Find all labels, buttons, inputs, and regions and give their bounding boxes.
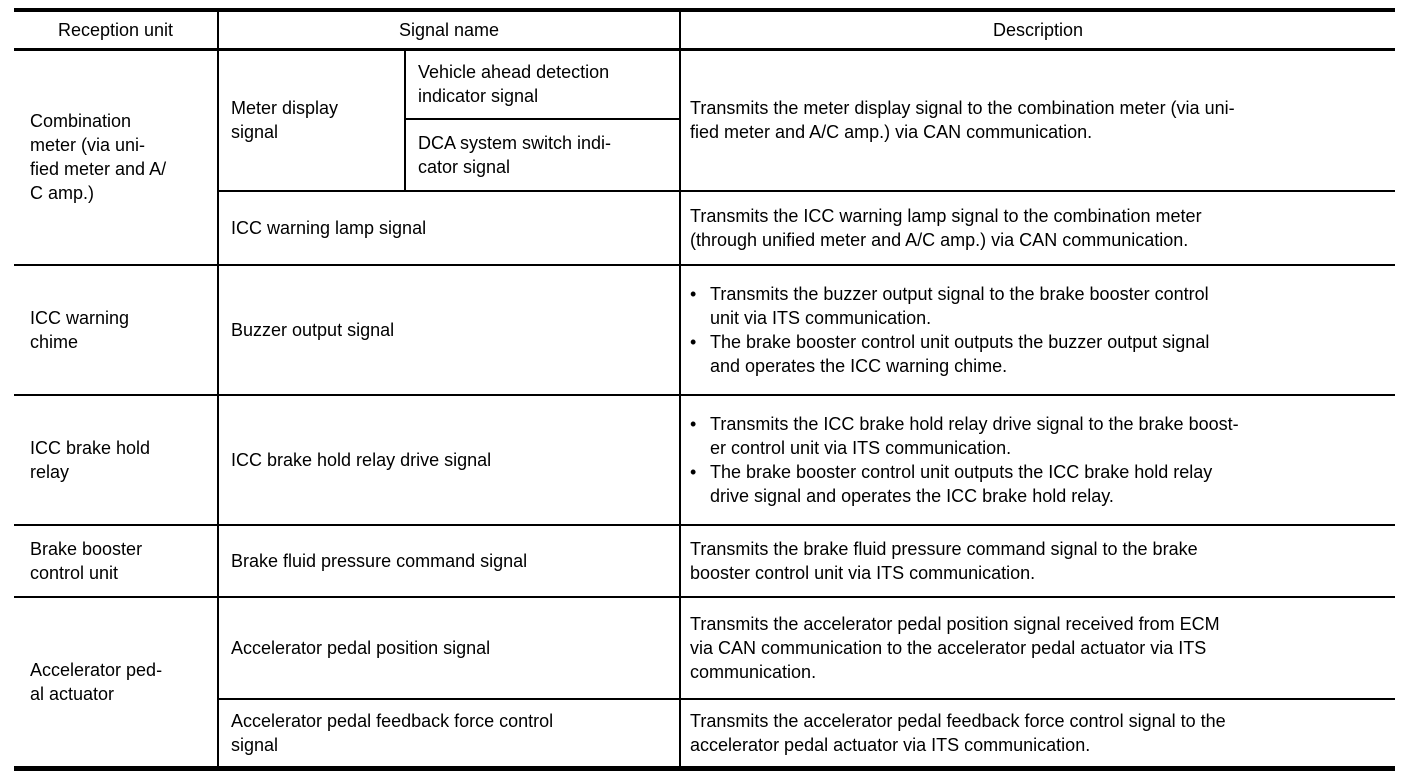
unit-label: ICC warning chime bbox=[30, 308, 130, 352]
header-signal-name: Signal name bbox=[216, 10, 682, 51]
bullet-icon: • bbox=[690, 414, 697, 434]
description-bullet-list: • Transmits the buzzer output signal to … bbox=[690, 282, 1389, 378]
cell-desc-brake-hold-relay-drive: • Transmits the ICC brake hold relay dri… bbox=[679, 394, 1396, 526]
unit-label: Accelerator ped- al actuator bbox=[30, 659, 163, 704]
table-row: ICC warning lamp signal Transmits the IC… bbox=[14, 190, 1396, 266]
cell-desc-meter-display: Transmits the meter display signal to th… bbox=[679, 48, 1396, 192]
table-row: Combination meter (via uni- fied meter a… bbox=[14, 48, 1396, 266]
cell-signal-buzzer-output: Buzzer output signal bbox=[216, 264, 682, 396]
signal-label: ICC brake hold relay drive signal bbox=[231, 450, 492, 470]
cell-unit-icc-warning-chime: ICC warning chime bbox=[14, 264, 219, 396]
cell-signal-meter-display: Meter display signal bbox=[217, 48, 406, 192]
description-text: Transmits the brake fluid pressure comma… bbox=[690, 539, 1198, 583]
cell-subsignal-dca-switch: DCA system switch indi- cator signal bbox=[403, 118, 682, 192]
cell-signal-accel-pedal-feedback: Accelerator pedal feedback force control… bbox=[216, 698, 682, 769]
subsignal-label: DCA system switch indi- cator signal bbox=[418, 133, 612, 177]
cell-signal-icc-warning-lamp: ICC warning lamp signal bbox=[216, 190, 682, 266]
table-row: Accelerator ped- al actuator Accelerator… bbox=[14, 596, 1396, 769]
cell-signal-brake-hold-relay-drive: ICC brake hold relay drive signal bbox=[216, 394, 682, 526]
table-header-row: Reception unit Signal name Description bbox=[14, 10, 1396, 51]
signal-label: ICC warning lamp signal bbox=[231, 218, 427, 238]
description-text: Transmits the accelerator pedal feedback… bbox=[690, 710, 1226, 755]
table-row: ICC brake hold relay ICC brake hold rela… bbox=[14, 394, 1396, 526]
bullet-text: Transmits the buzzer output signal to th… bbox=[710, 284, 1209, 328]
bullet-icon: • bbox=[690, 284, 697, 304]
bullet-item: • Transmits the buzzer output signal to … bbox=[690, 282, 1389, 330]
table-row: DCA system switch indi- cator signal bbox=[14, 118, 1395, 192]
signal-label: Brake fluid pressure command signal bbox=[231, 551, 528, 571]
cell-desc-icc-warning-lamp: Transmits the ICC warning lamp signal to… bbox=[679, 190, 1396, 266]
cell-subsignal-vehicle-ahead: Vehicle ahead detection indicator signal bbox=[403, 48, 682, 120]
unit-label: ICC brake hold relay bbox=[30, 438, 151, 482]
bullet-icon: • bbox=[690, 462, 697, 482]
cell-unit-icc-brake-hold-relay: ICC brake hold relay bbox=[14, 394, 219, 526]
cell-signal-brake-fluid-pressure: Brake fluid pressure command signal bbox=[216, 524, 682, 598]
cell-unit-accelerator-pedal-actuator: Accelerator ped- al actuator bbox=[14, 596, 219, 769]
bullet-icon: • bbox=[690, 332, 697, 352]
cell-desc-brake-fluid-pressure: Transmits the brake fluid pressure comma… bbox=[679, 524, 1396, 598]
cell-desc-accel-pedal-position: Transmits the accelerator pedal position… bbox=[679, 596, 1396, 700]
cell-desc-accel-pedal-feedback: Transmits the accelerator pedal feedback… bbox=[679, 698, 1396, 769]
bullet-text: Transmits the ICC brake hold relay drive… bbox=[710, 414, 1239, 458]
cell-unit-brake-booster: Brake booster control unit bbox=[14, 524, 219, 598]
bullet-item: • The brake booster control unit outputs… bbox=[690, 330, 1389, 378]
header-description: Description bbox=[679, 10, 1396, 51]
unit-label: Combination meter (via uni- fied meter a… bbox=[30, 111, 167, 204]
cell-desc-buzzer-output: • Transmits the buzzer output signal to … bbox=[679, 264, 1396, 396]
table-row: Brake booster control unit Brake fluid p… bbox=[14, 524, 1396, 598]
signal-label: Buzzer output signal bbox=[231, 320, 395, 340]
bullet-item: • The brake booster control unit outputs… bbox=[690, 460, 1389, 508]
signal-label: Meter display signal bbox=[231, 98, 339, 143]
unit-label: Brake booster control unit bbox=[30, 539, 143, 583]
signal-table: Reception unit Signal name Description C… bbox=[14, 8, 1396, 771]
table-row: Accelerator pedal feedback force control… bbox=[14, 698, 1396, 769]
signal-label: Accelerator pedal feedback force control… bbox=[231, 710, 554, 755]
cell-unit-combination-meter: Combination meter (via uni- fied meter a… bbox=[14, 48, 219, 266]
description-text: Transmits the ICC warning lamp signal to… bbox=[690, 206, 1202, 250]
bullet-text: The brake booster control unit outputs t… bbox=[710, 462, 1213, 506]
description-text: Transmits the accelerator pedal position… bbox=[690, 614, 1220, 682]
subsignal-label: Vehicle ahead detection indicator signal bbox=[418, 62, 610, 107]
signal-label: Accelerator pedal position signal bbox=[231, 638, 491, 658]
table-row: ICC warning chime Buzzer output signal •… bbox=[14, 264, 1396, 396]
cell-signal-accel-pedal-position: Accelerator pedal position signal bbox=[216, 596, 682, 700]
bullet-item: • Transmits the ICC brake hold relay dri… bbox=[690, 412, 1389, 460]
description-text: Transmits the meter display signal to th… bbox=[690, 98, 1235, 143]
header-reception-unit: Reception unit bbox=[14, 10, 219, 51]
description-bullet-list: • Transmits the ICC brake hold relay dri… bbox=[690, 412, 1389, 508]
bullet-text: The brake booster control unit outputs t… bbox=[710, 332, 1210, 376]
